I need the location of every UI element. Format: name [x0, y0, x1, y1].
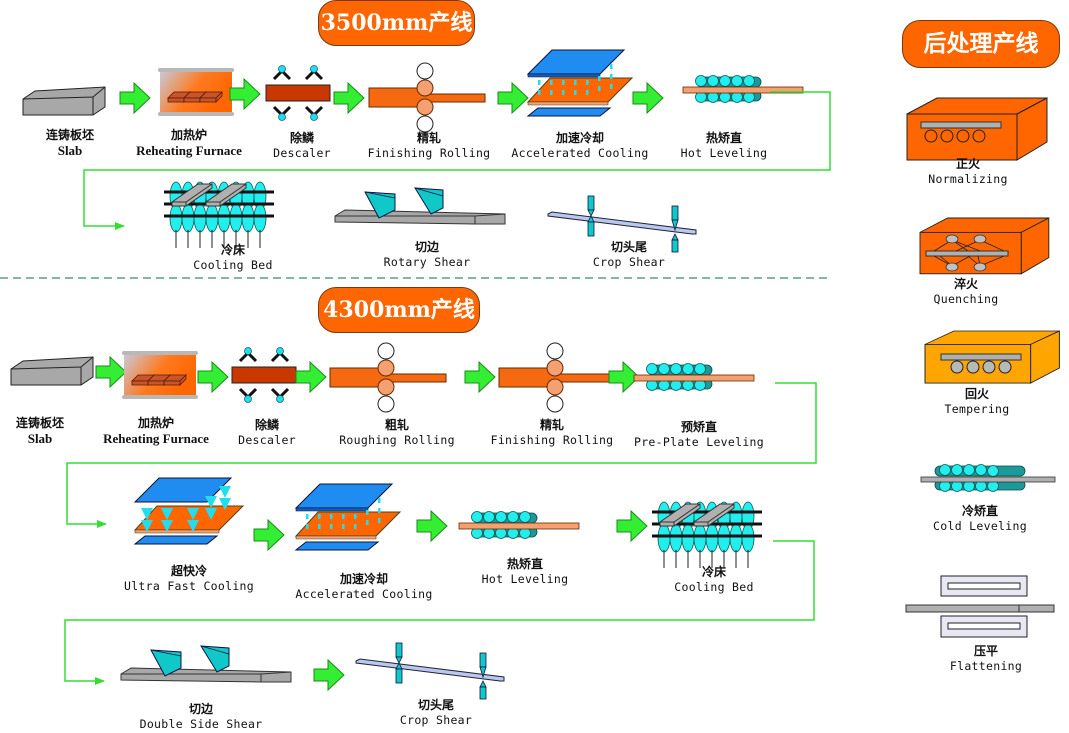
cooling-bed-icon — [650, 500, 764, 570]
cold-leveler-icon — [920, 464, 1056, 492]
normalizing-furnace-icon — [906, 97, 1048, 161]
line-4300-title: 4300mm产线 — [318, 287, 480, 333]
post-processing-title: 后处理产线 — [902, 20, 1060, 68]
flow-arrow-icon — [295, 361, 327, 393]
flow-arrow-icon — [333, 82, 365, 114]
line-4300-graphics — [10, 342, 817, 700]
post-processing-graphics — [905, 97, 1060, 638]
flow-arrow-icon — [95, 356, 127, 388]
flow-arrow-icon — [229, 78, 261, 110]
quenching-furnace-icon — [919, 217, 1050, 275]
line-3500-title: 3500mm产线 — [318, 0, 475, 46]
accelerated-cooling-icon — [295, 483, 401, 551]
rolling-mill-icon — [329, 342, 447, 413]
flow-arrow-icon — [616, 510, 648, 542]
flow-arrow-icon — [119, 82, 151, 114]
flow-arrow-icon — [497, 82, 529, 114]
tempering-furnace-icon — [924, 330, 1060, 384]
flow-connector — [83, 91, 831, 230]
slab-icon — [22, 86, 106, 116]
ultra-fast-cooling-icon — [134, 477, 244, 545]
furnace-icon — [121, 350, 199, 400]
flow-arrow-icon — [253, 519, 285, 551]
rolling-mill-icon — [368, 62, 486, 133]
crop-shear-icon — [355, 642, 505, 700]
leveler-icon — [682, 75, 804, 103]
flow-connector — [64, 540, 815, 685]
flattening-press-icon — [905, 575, 1055, 638]
descaler-icon — [264, 64, 332, 122]
leveler-icon — [633, 363, 755, 391]
slab-icon — [10, 356, 94, 386]
rolling-mill-icon — [498, 342, 616, 413]
side-shear-icon — [120, 645, 292, 683]
flow-arrow-icon — [313, 659, 345, 691]
flow-connector — [66, 382, 817, 528]
furnace-icon — [157, 67, 235, 117]
flow-arrow-icon — [464, 361, 496, 393]
descaler-icon — [230, 346, 298, 404]
accelerated-cooling-icon — [527, 49, 633, 117]
flow-arrow-icon — [416, 510, 448, 542]
leveler-icon — [458, 511, 580, 539]
flow-arrow-icon — [632, 82, 664, 114]
side-shear-icon — [334, 187, 506, 225]
line-3500-graphics — [22, 49, 831, 253]
cooling-bed-icon — [162, 180, 276, 250]
flow-arrow-icon — [197, 361, 229, 393]
